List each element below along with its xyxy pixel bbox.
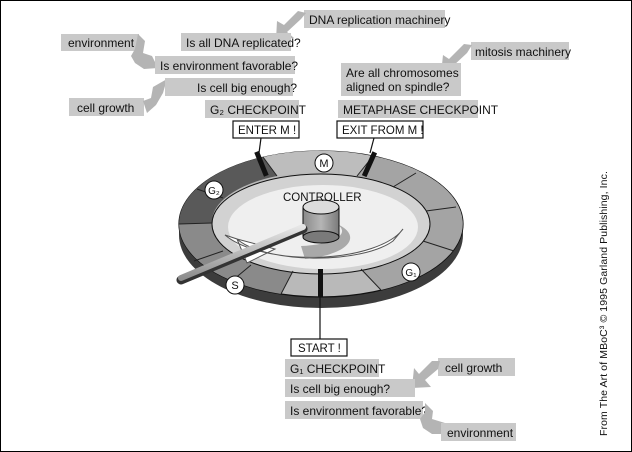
- enter-m-marker: [254, 150, 269, 177]
- mitosis-machinery-input: mitosis machinery Are all chromosomes al…: [341, 42, 571, 96]
- controller-label: CONTROLLER: [283, 192, 362, 204]
- cycle-arrow-shadow: [301, 223, 351, 259]
- environment-input-bottom: Is environment favorable? environment: [285, 401, 516, 441]
- dna-question-label: Is all DNA replicated?: [186, 36, 301, 50]
- copyright-credit: From The Art of MBoC³ © 1995 Garland Pub…: [598, 171, 610, 436]
- metaphase-checkpoint-label: METAPHASE CHECKPOINT: [343, 103, 499, 117]
- big-question-box-top: [165, 78, 293, 96]
- dna-machinery-box: [304, 10, 445, 28]
- chromosomes-question-box: [341, 63, 461, 96]
- controller-cylinder-top: [302, 199, 340, 215]
- big-question-label-bottom: Is cell big enough?: [290, 382, 390, 396]
- environment-box-bottom: [441, 423, 516, 441]
- cell-growth-box-top: [69, 98, 144, 116]
- metaphase-checkpoint-group: METAPHASE CHECKPOINT: [338, 100, 499, 118]
- environment-box-top: [61, 34, 139, 51]
- g2-checkpoint-group: G₂ CHECKPOINT: [205, 100, 307, 118]
- cell-growth-label-bottom: cell growth: [445, 361, 502, 375]
- controller-cylinder-bottom: [302, 230, 340, 244]
- g2-sector: [178, 157, 277, 224]
- dna-question-box: [181, 33, 291, 51]
- g2-checkpoint-label: G₂ CHECKPOINT: [210, 103, 307, 117]
- g1-checkpoint-group: G₁ CHECKPOINT: [285, 359, 386, 377]
- environment-arrow-bottom: [420, 403, 445, 434]
- phase-s: S: [225, 275, 245, 295]
- cell-growth-label-top: cell growth: [77, 101, 134, 115]
- cell-growth-input-top: cell growth Is cell big enough?: [69, 78, 297, 116]
- start-box: [290, 338, 348, 357]
- start-label: START !: [298, 343, 341, 355]
- dna-machinery-label: DNA replication machinery: [309, 13, 450, 27]
- start-marker: [318, 269, 323, 297]
- phase-m-label: M: [319, 158, 328, 170]
- cell-growth-arrow-top: [143, 79, 167, 113]
- environment-arrow-top: [131, 34, 158, 69]
- phase-g1-label: G₁: [405, 268, 417, 279]
- big-question-label-top: Is cell big enough?: [197, 81, 297, 95]
- enter-m-box: [232, 120, 300, 139]
- mitosis-machinery-label: mitosis machinery: [475, 45, 571, 59]
- phase-g2-label: G₂: [208, 186, 220, 197]
- g2-checkpoint-box: [205, 100, 299, 118]
- chromosomes-question-line-1: Are all chromosomes: [346, 66, 459, 80]
- phase-g1: G₁: [401, 262, 421, 282]
- chromosomes-question-line-2: aligned on spindle?: [346, 80, 450, 94]
- environment-input-top: environment Is environment favorable?: [61, 34, 298, 74]
- controller-knob: [176, 199, 340, 285]
- cell-growth-arrow-bottom: [412, 361, 440, 388]
- dna-replication-input: DNA replication machinery Is all DNA rep…: [181, 10, 450, 51]
- env-question-label-bottom: Is environment favorable?: [290, 404, 428, 418]
- controller-lever: [178, 224, 306, 281]
- g1-checkpoint-label: G₁ CHECKPOINT: [290, 362, 386, 376]
- env-question-box-bottom: [285, 401, 423, 419]
- exit-m-box: [336, 120, 424, 139]
- start-callout: START !: [290, 297, 348, 357]
- phase-s-label: S: [231, 280, 238, 292]
- env-question-box-top: [155, 56, 295, 74]
- g1-sector: [357, 156, 463, 290]
- mitosis-machinery-box: [471, 42, 569, 60]
- environment-label-top: environment: [68, 36, 135, 50]
- phase-g2: G₂: [204, 180, 224, 200]
- cell-growth-box-bottom: [438, 358, 515, 376]
- environment-label-bottom: environment: [447, 426, 514, 440]
- exit-m-marker: [361, 151, 378, 178]
- phase-m: M: [314, 153, 334, 173]
- env-question-label-top: Is environment favorable?: [160, 59, 298, 73]
- enter-m-callout: ENTER M !: [232, 120, 300, 154]
- cell-growth-input-bottom: cell growth Is cell big enough?: [285, 358, 515, 397]
- enter-m-label: ENTER M !: [238, 125, 296, 137]
- exit-m-callout: EXIT FROM M !: [336, 120, 424, 154]
- big-question-box-bottom: [285, 379, 415, 397]
- metaphase-checkpoint-box: [338, 100, 478, 118]
- dna-machinery-arrow: [276, 11, 306, 40]
- g1-checkpoint-box: [285, 359, 379, 377]
- exit-m-label: EXIT FROM M !: [342, 125, 424, 137]
